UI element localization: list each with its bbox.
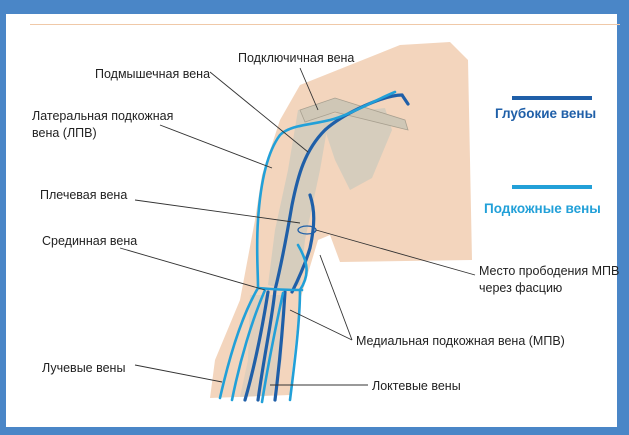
label-radial-veins: Лучевые вены — [42, 361, 125, 375]
label-subclavian-vein: Подключичная вена — [238, 51, 354, 65]
label-axillary-vein: Подмышечная вена — [95, 67, 210, 81]
label-medial-vein: Медиальная подкожная вена (МПВ) — [356, 334, 565, 348]
label-brachial-vein: Плечевая вена — [40, 188, 127, 202]
label-median-vein: Срединная вена — [42, 234, 137, 248]
label-ulnar-veins: Локтевые вены — [372, 379, 461, 393]
label-lateral-vein-line1: Латеральная подкожная — [32, 109, 173, 123]
label-perforation-line2: через фасцию — [479, 281, 562, 295]
label-perforation-line1: Место прободения МПВ — [479, 264, 619, 278]
legend-superficial-label: Подкожные вены — [484, 201, 601, 216]
label-lateral-vein-line2: вена (ЛПВ) — [32, 126, 97, 140]
legend-superficial-swatch — [512, 185, 592, 189]
legend-deep-label: Глубокие вены — [495, 106, 596, 121]
legend-deep-swatch — [512, 96, 592, 100]
